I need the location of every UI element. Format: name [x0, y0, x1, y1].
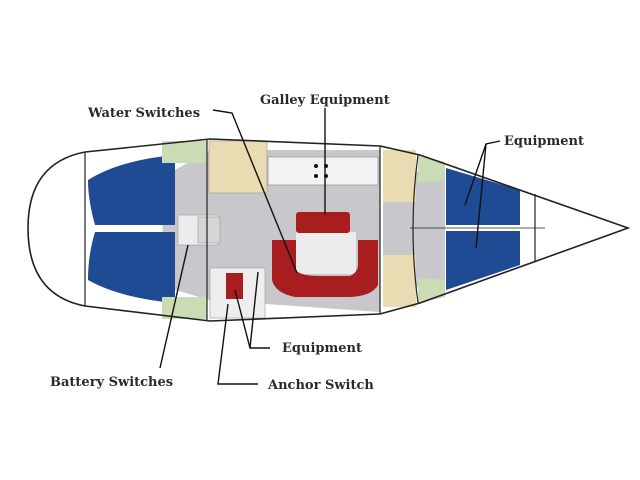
- galley-counter: [267, 156, 379, 186]
- head-compartment: [208, 140, 268, 194]
- label-galley-equipment: Galley Equipment: [260, 93, 390, 108]
- leader-lines: [159, 108, 501, 385]
- equipment-box: [226, 273, 243, 299]
- table: [296, 232, 356, 274]
- nav-seat: [197, 216, 221, 244]
- label-equipment-forward: Equipment: [504, 134, 584, 149]
- aft-berth-port: [88, 155, 175, 225]
- aft-berth-starboard: [88, 232, 175, 303]
- label-anchor-switch: Anchor Switch: [267, 378, 374, 393]
- v-berth-port: [446, 168, 520, 225]
- locker: [162, 297, 207, 319]
- label-water-switches: Water Switches: [87, 106, 200, 121]
- locker: [162, 141, 207, 163]
- cabinet: [383, 255, 416, 307]
- label-equipment-saloon: Equipment: [282, 341, 362, 356]
- settee-u: [272, 240, 378, 297]
- v-berth-starboard: [446, 231, 520, 290]
- cabinet: [383, 150, 416, 202]
- hull-outline: [27, 138, 631, 322]
- label-battery-switches: Battery Switches: [50, 375, 173, 390]
- settee-top: [296, 212, 350, 233]
